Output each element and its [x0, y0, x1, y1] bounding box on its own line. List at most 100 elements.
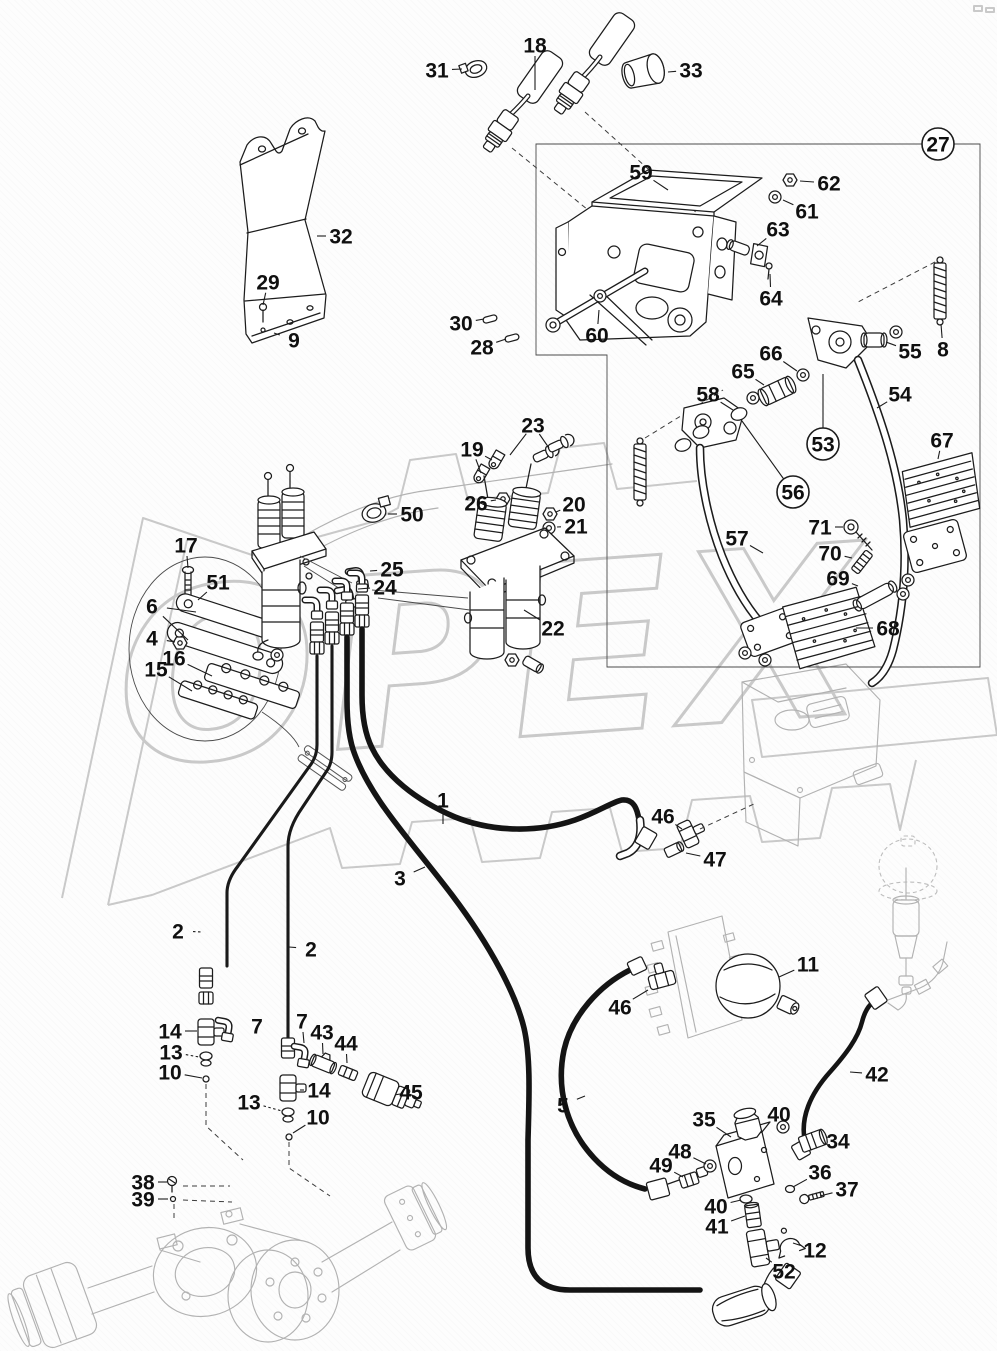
callout-61: 61: [795, 201, 819, 224]
corner-mark: [973, 5, 995, 13]
callout-31: 31: [425, 60, 449, 83]
fitting-41: [743, 1201, 762, 1229]
cowl-reference: [304, 463, 613, 550]
hose-clamp-50: [361, 495, 391, 523]
fitting-49: [678, 1171, 700, 1189]
valve-35-assembly: [645, 1107, 825, 1327]
callout-8: 8: [937, 339, 949, 362]
spring-left: [633, 437, 647, 507]
leader-29: [262, 292, 267, 306]
callout-49: 49: [649, 1155, 672, 1178]
hose-clamp-31: [458, 59, 488, 79]
leader-56: [741, 420, 785, 480]
callout-2: 2: [172, 921, 184, 944]
ball-10a: [202, 1075, 210, 1083]
leader-49: [673, 1171, 684, 1178]
callout-70: 70: [818, 543, 841, 566]
callout-13: 13: [237, 1092, 260, 1115]
callout-10: 10: [158, 1062, 181, 1085]
callout-37: 37: [835, 1179, 858, 1202]
callout-circle-53: [806, 427, 840, 461]
leader-43: [321, 1042, 324, 1055]
leader-8: [940, 323, 943, 339]
callout-41: 41: [705, 1216, 729, 1239]
leader-64: [769, 273, 772, 288]
callout-27: 27: [926, 134, 949, 157]
pivot-small-parts: [674, 368, 810, 452]
washer-48: [703, 1159, 717, 1173]
callout-4: 4: [146, 628, 158, 651]
callout-69: 69: [826, 568, 849, 591]
olive-13b: [281, 1107, 295, 1123]
callout-50: 50: [400, 504, 423, 527]
callout-2: 2: [305, 939, 317, 962]
fitting-34: [797, 1128, 828, 1153]
leader-13: [185, 1054, 200, 1058]
pin-28: [504, 333, 520, 343]
leader-63: [756, 237, 767, 247]
leader-6: [166, 607, 197, 613]
callout-16: 16: [162, 648, 185, 671]
leader-65: [755, 378, 765, 386]
callout-14: 14: [158, 1021, 182, 1044]
callout-60: 60: [585, 325, 608, 348]
callout-63: 63: [766, 219, 789, 242]
leader-35: [716, 1126, 732, 1138]
leader-10: [292, 1124, 306, 1134]
hex-plug-35: [733, 1107, 763, 1141]
pedal-pad-68: [782, 586, 876, 670]
leader-9: [273, 332, 280, 336]
accumulator-11: [715, 953, 800, 1019]
pedal-stop-parts: [843, 519, 898, 612]
leader-67: [937, 450, 941, 460]
callout-59: 59: [629, 162, 652, 185]
leader-3: [413, 866, 426, 873]
callout-46: 46: [608, 997, 631, 1020]
leader-46: [632, 989, 649, 1000]
leader-4: [166, 640, 176, 643]
callout-24: 24: [373, 577, 397, 600]
leader-40: [730, 1199, 742, 1204]
callout-32: 32: [329, 226, 352, 249]
clamp-block-15: [177, 680, 259, 720]
callout-26: 26: [464, 493, 487, 516]
olive-13a: [199, 1051, 213, 1067]
leader-42: [849, 1071, 863, 1074]
brake-pedal-assembly: [633, 256, 981, 688]
callout-39: 39: [131, 1189, 154, 1212]
leader-28: [496, 338, 507, 343]
pedal-pad-67: [901, 452, 981, 528]
tee-14a: [197, 1018, 225, 1046]
pipe-2-left: [225, 654, 319, 968]
brake-lines: [225, 626, 874, 1293]
callout-circle-56: [776, 475, 810, 509]
leader-60: [597, 309, 600, 325]
callout-65: 65: [731, 361, 755, 384]
callout-22: 22: [541, 618, 564, 641]
pedal-57: [681, 397, 876, 670]
callout-54: 54: [888, 384, 912, 407]
leader-20: [555, 509, 561, 513]
callout-40: 40: [767, 1104, 790, 1127]
callout-14: 14: [307, 1080, 331, 1103]
callout-47: 47: [703, 849, 726, 872]
hose-1: [359, 626, 643, 832]
callout-7: 7: [296, 1011, 308, 1034]
leader-2: [288, 946, 297, 949]
hose-42: [801, 1001, 874, 1149]
leader-13: [263, 1105, 283, 1112]
callout-30: 30: [449, 313, 472, 336]
ball-10b: [285, 1133, 293, 1141]
callout-66: 66: [759, 343, 782, 366]
callout-51: 51: [206, 572, 230, 595]
pin-30: [482, 314, 498, 324]
connector-44: [337, 1064, 359, 1082]
callout-1: 1: [437, 790, 449, 813]
leader-47: [685, 852, 701, 857]
hose-3: [344, 634, 703, 1293]
leader-25: [369, 569, 378, 572]
callout-46: 46: [651, 806, 674, 829]
callout-6: 6: [146, 596, 158, 619]
leader-59: [653, 179, 669, 191]
